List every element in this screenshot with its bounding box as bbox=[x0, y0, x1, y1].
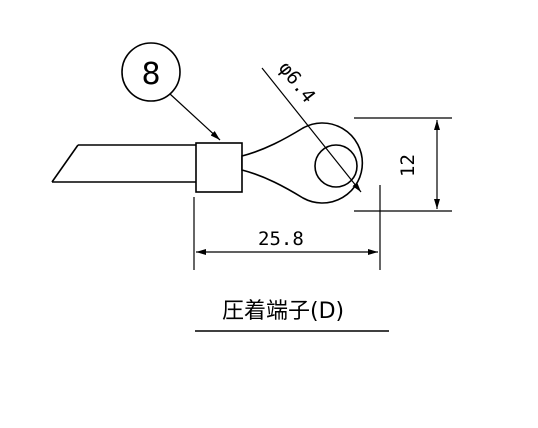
hole-diameter-label: φ6.4 bbox=[274, 58, 320, 108]
bolt-hole bbox=[314, 144, 358, 188]
caption-title: 圧着端子(D) bbox=[222, 299, 344, 324]
length-dimension-label: 25.8 bbox=[258, 228, 304, 250]
balloon-leader bbox=[169, 93, 221, 141]
part-balloon bbox=[121, 42, 181, 102]
length-dimension bbox=[193, 185, 381, 270]
hole-diameter-leader bbox=[261, 67, 362, 193]
wire bbox=[51, 144, 196, 183]
part-balloon-number: 8 bbox=[141, 57, 160, 92]
crimp-sleeve bbox=[195, 142, 243, 193]
width-dimension bbox=[354, 117, 452, 212]
width-dimension-label: 12 bbox=[397, 154, 419, 177]
